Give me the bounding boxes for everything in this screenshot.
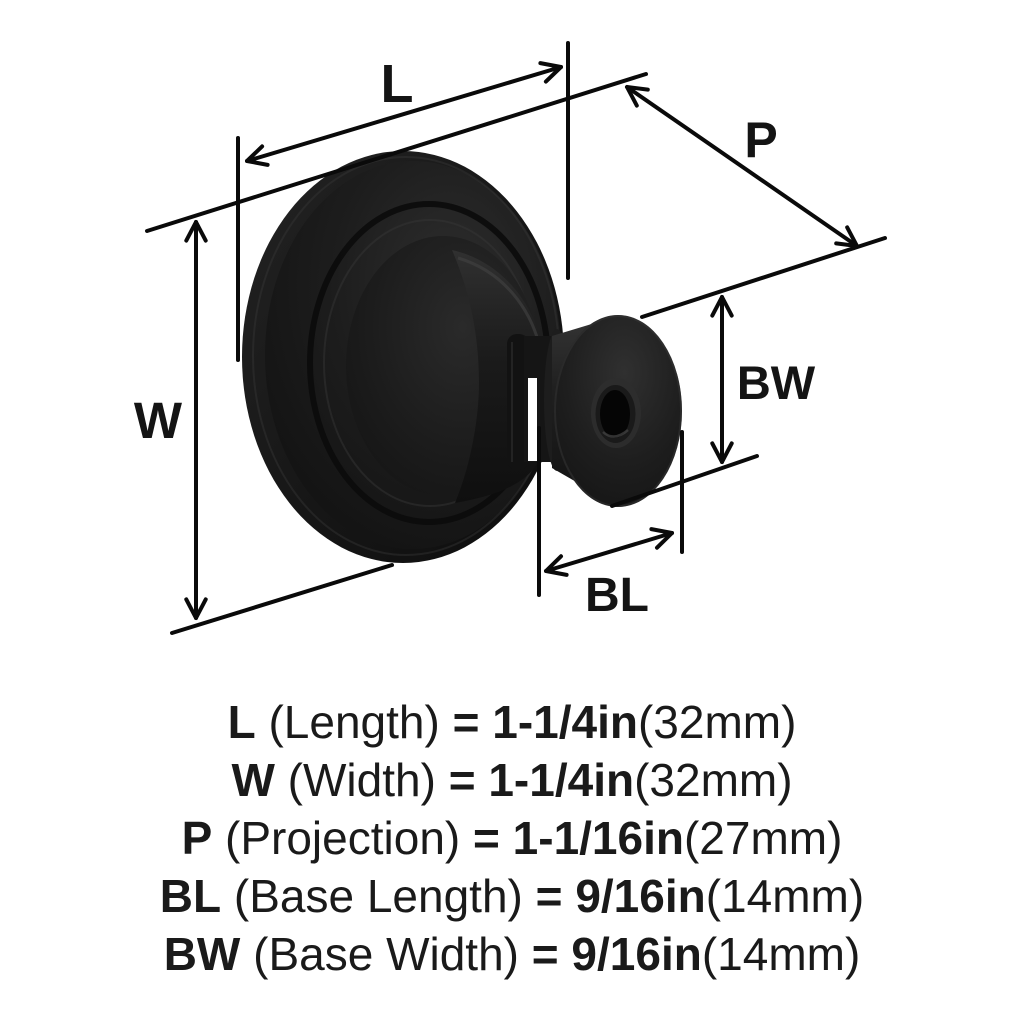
arrowhead xyxy=(834,225,859,248)
arrowhead xyxy=(625,85,650,108)
spec-abbr: W xyxy=(231,754,275,806)
spec-abbr: L xyxy=(227,696,256,748)
spec-value: 1-1/16in xyxy=(512,812,684,864)
spec-equals: = xyxy=(448,754,476,806)
spec-line-length: L (Length) = 1-1/4in(32mm) xyxy=(0,693,1024,751)
screw-hole-highlight xyxy=(602,429,629,438)
arrowhead xyxy=(245,144,270,167)
projection-label: P xyxy=(744,112,777,168)
spec-abbr: BW xyxy=(163,928,241,980)
bottom-tangent-extension-line xyxy=(170,563,394,635)
length-dimension-arrow xyxy=(245,65,563,163)
spec-line-projection: P (Projection) = 1-1/16in(27mm) xyxy=(0,809,1024,867)
dimension-labels: L W P BW BL xyxy=(134,54,816,622)
spec-name: (Projection) xyxy=(225,812,461,864)
arrowhead xyxy=(710,441,734,464)
spec-equals: = xyxy=(535,870,563,922)
arrowhead xyxy=(184,597,208,620)
spec-metric: (32mm) xyxy=(637,696,797,748)
top-tangent-extension-line xyxy=(145,72,648,233)
spec-value: 9/16in xyxy=(575,870,706,922)
spec-metric: (14mm) xyxy=(705,870,865,922)
spec-abbr: P xyxy=(181,812,213,864)
spec-metric: (32mm) xyxy=(634,754,793,806)
spec-name: (Width) xyxy=(287,754,436,806)
arrowhead xyxy=(710,295,734,318)
base-length-dimension-arrow xyxy=(544,531,674,573)
arrowhead xyxy=(184,220,208,243)
spec-table: L (Length) = 1-1/4in(32mm) W (Width) = 1… xyxy=(0,693,1024,983)
spec-abbr: BL xyxy=(159,870,222,922)
arrowhead xyxy=(538,61,563,84)
spec-line-base-length: BL (Base Length) = 9/16in(14mm) xyxy=(0,867,1024,925)
width-label: W xyxy=(134,392,183,449)
spec-metric: (14mm) xyxy=(701,928,861,980)
spec-name: (Base Length) xyxy=(233,870,523,922)
dimension-lines xyxy=(145,41,887,635)
spec-equals: = xyxy=(473,812,500,864)
base-bottom-tangent-line xyxy=(610,454,759,508)
spec-value: 1-1/4in xyxy=(492,696,638,748)
base-top-tangent-line xyxy=(640,236,887,319)
length-label: L xyxy=(381,54,414,114)
base-length-label: BL xyxy=(585,569,649,622)
arrowhead xyxy=(649,527,674,550)
projection-dimension-arrow xyxy=(625,85,859,248)
spec-line-width: W (Width) = 1-1/4in(32mm) xyxy=(0,751,1024,809)
spec-metric: (27mm) xyxy=(683,812,843,864)
arrowhead xyxy=(544,554,569,577)
spec-value: 1-1/4in xyxy=(488,754,635,806)
spec-name: (Base Width) xyxy=(253,928,519,980)
spec-line-base-width: BW (Base Width) = 9/16in(14mm) xyxy=(0,925,1024,983)
spec-equals: = xyxy=(452,696,480,748)
base-width-label: BW xyxy=(737,356,816,409)
spec-value: 9/16in xyxy=(571,928,702,980)
spec-equals: = xyxy=(531,928,559,980)
screw-hole xyxy=(600,390,630,438)
spec-name: (Length) xyxy=(268,696,440,748)
knob-stem-highlight xyxy=(457,256,541,345)
knob-illustration xyxy=(242,151,682,563)
